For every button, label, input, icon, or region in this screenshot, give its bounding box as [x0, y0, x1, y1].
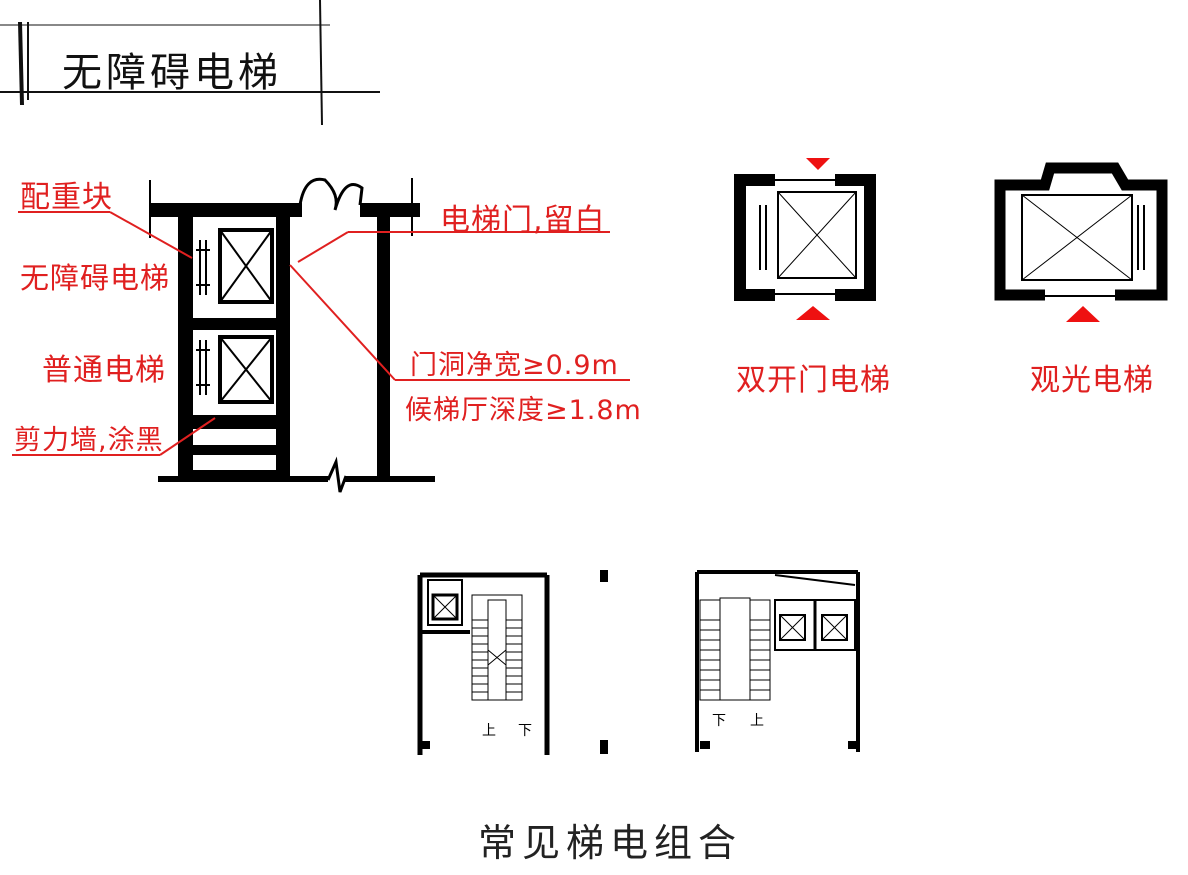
stair-up-left: 上 [482, 723, 496, 739]
leader-lines [12, 211, 630, 456]
combo-marks [600, 570, 608, 754]
label-sightseeing-elevator: 观光电梯 [1030, 363, 1154, 398]
caption: 常见梯电组合 [478, 821, 743, 865]
stair-up-right: 上 [750, 713, 764, 729]
double-door-elevator-plan [734, 158, 876, 320]
sightseeing-elevator-plan [994, 162, 1168, 322]
title-frame [0, 0, 380, 126]
label-counterweight: 配重块 [20, 180, 113, 215]
label-shear-wall: 剪力墙,涂黑 [14, 425, 164, 456]
page-title: 无障碍电梯 [62, 50, 282, 96]
label-double-door-elevator: 双开门电梯 [736, 363, 891, 398]
stair-down-right: 下 [712, 713, 726, 729]
label-lobby-depth: 候梯厅深度≥1.8m [405, 395, 642, 426]
arrow-up-icon [1066, 306, 1100, 322]
stair-elevator-combo-left [417, 572, 550, 755]
label-door-width: 门洞净宽≥0.9m [410, 350, 619, 381]
arrow-up-icon [796, 306, 830, 320]
stair-elevator-combo-right [695, 570, 860, 752]
elevator-plan [149, 177, 435, 493]
arrow-down-icon [806, 158, 830, 170]
label-accessible-elevator: 无障碍电梯 [20, 261, 171, 295]
label-normal-elevator: 普通电梯 [42, 353, 166, 388]
label-elevator-door: 电梯门,留白 [440, 203, 606, 238]
stair-down-left: 下 [518, 723, 532, 739]
elevator-cars [196, 228, 286, 410]
